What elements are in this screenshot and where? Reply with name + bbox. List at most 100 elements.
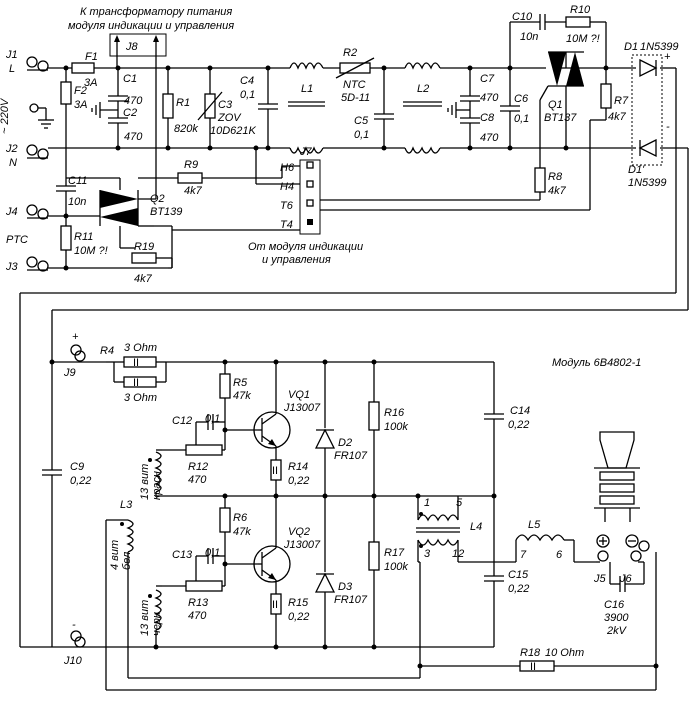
diode-d2: D2 FR107: [314, 428, 368, 462]
capacitor-c10: C10 10n: [512, 11, 546, 43]
connector-j1: J1 L: [5, 49, 49, 75]
connector-j7: J7 H6 H4 T6 T4: [280, 146, 321, 235]
svg-text:10n: 10n: [68, 196, 86, 208]
svg-text:+: +: [72, 331, 79, 343]
svg-text:C9: C9: [70, 461, 84, 473]
svg-text:4k7: 4k7: [548, 185, 567, 197]
resistor-r10: R10 10M ?!: [565, 4, 600, 45]
svg-text:0,1: 0,1: [240, 89, 255, 101]
svg-text:бел: бел: [121, 552, 133, 570]
svg-text:II: II: [530, 661, 536, 673]
resistor-r18: II R18 10 Ohm: [519, 647, 584, 673]
connector-j6: J6: [619, 534, 650, 585]
svg-text:L5: L5: [528, 519, 541, 531]
capacitor-c16: C16 3900 2kV: [604, 576, 644, 637]
svg-text:0,22: 0,22: [288, 611, 309, 623]
svg-text:II: II: [272, 465, 278, 477]
connector-j4: J4: [5, 204, 49, 220]
svg-text:5D-11: 5D-11: [341, 92, 370, 104]
svg-text:ZOV: ZOV: [217, 112, 242, 124]
svg-text:1: 1: [424, 497, 430, 509]
capacitor-c6: C6 0,1: [500, 93, 529, 125]
capacitor-c11: C11 10n: [56, 175, 87, 208]
svg-text:-: -: [72, 619, 76, 631]
capacitor-c5: C5 0,1: [354, 113, 394, 141]
svg-text:C3: C3: [218, 99, 233, 111]
diode-d1: D1 1N5399 +: [624, 41, 679, 166]
connector-j10: - J10: [63, 619, 86, 667]
svg-text:5: 5: [456, 497, 463, 509]
transistor-vq2: VQ2 J13007: [253, 496, 321, 594]
svg-text:D1: D1: [624, 41, 638, 53]
svg-text:1N5399: 1N5399: [628, 177, 667, 189]
svg-text:J4: J4: [5, 206, 18, 218]
svg-text:L4: L4: [470, 521, 482, 533]
resistor-r17: R17 100k: [368, 541, 408, 573]
svg-text:FR107: FR107: [334, 594, 368, 606]
ground-symbol: [29, 103, 54, 129]
svg-text:R2: R2: [343, 47, 357, 59]
svg-text:J2: J2: [5, 143, 18, 155]
transformer-l4: L4 1 5 3 12: [416, 497, 482, 560]
svg-text:D3: D3: [338, 581, 353, 593]
svg-text:R14: R14: [288, 461, 308, 473]
svg-text:J5: J5: [593, 573, 607, 585]
svg-text:VQ2: VQ2: [288, 526, 310, 538]
svg-text:L: L: [9, 63, 15, 75]
fuse-f1: F1 3A: [71, 51, 98, 89]
svg-text:0,1: 0,1: [205, 413, 220, 425]
svg-text:3 Ohm: 3 Ohm: [124, 342, 157, 354]
svg-text:10M ?!: 10M ?!: [74, 245, 108, 257]
svg-text:L2: L2: [417, 83, 429, 95]
svg-text:BT139: BT139: [150, 206, 182, 218]
svg-text:II: II: [133, 377, 139, 389]
magnetron: [594, 431, 640, 522]
svg-text:Q2: Q2: [150, 193, 165, 205]
svg-text:II: II: [133, 357, 139, 369]
svg-text:C7: C7: [480, 73, 495, 85]
svg-text:R6: R6: [233, 512, 248, 524]
capacitor-c9: C9 0,22: [42, 461, 91, 487]
svg-text:J13007: J13007: [283, 402, 321, 414]
svg-text:C2: C2: [123, 107, 137, 119]
resistor-r19: R19 4k7: [131, 241, 157, 285]
svg-text:R8: R8: [548, 171, 563, 183]
svg-text:C5: C5: [354, 115, 369, 127]
svg-text:BT137: BT137: [544, 112, 577, 124]
diode-d3: D3 FR107: [314, 572, 368, 606]
svg-text:3A: 3A: [84, 77, 97, 89]
svg-text:100k: 100k: [384, 561, 408, 573]
resistor-r4: II II R4 3 Ohm 3 Ohm: [100, 342, 157, 404]
ptc-label: PTC: [6, 234, 28, 246]
svg-text:C4: C4: [240, 75, 254, 87]
svg-text:C14: C14: [510, 405, 530, 417]
svg-text:47k: 47k: [233, 390, 251, 402]
module-note-line1: От модуля индикации: [248, 241, 363, 253]
svg-text:10M ?!: 10M ?!: [566, 33, 600, 45]
svg-text:100k: 100k: [384, 421, 408, 433]
module-note-line2: и управления: [262, 254, 331, 266]
fuse-f2: F2 3A: [60, 81, 87, 111]
resistor-r6: R6 47k: [219, 507, 251, 538]
svg-text:470: 470: [188, 474, 207, 486]
svg-text:R5: R5: [233, 377, 248, 389]
svg-text:4k7: 4k7: [608, 111, 627, 123]
svg-text:3A: 3A: [74, 99, 87, 111]
capacitor-c4: C4 0,1: [240, 75, 278, 110]
svg-text:47k: 47k: [233, 526, 251, 538]
capacitor-c14: C14 0,22: [484, 405, 530, 431]
svg-text:0,1: 0,1: [514, 113, 529, 125]
top-note-line1: К трансформатору питания: [80, 6, 232, 18]
svg-text:FR107: FR107: [334, 450, 368, 462]
svg-text:T4: T4: [280, 219, 293, 231]
svg-text:4k7: 4k7: [184, 185, 203, 197]
svg-text:0,22: 0,22: [70, 475, 91, 487]
svg-text:R11: R11: [74, 231, 93, 243]
svg-text:Q1: Q1: [548, 99, 563, 111]
svg-text:L3: L3: [120, 499, 133, 511]
svg-text:C1: C1: [123, 73, 137, 85]
svg-text:R17: R17: [384, 547, 405, 559]
svg-text:D1': D1': [628, 164, 645, 176]
svg-text:R18: R18: [520, 647, 541, 659]
